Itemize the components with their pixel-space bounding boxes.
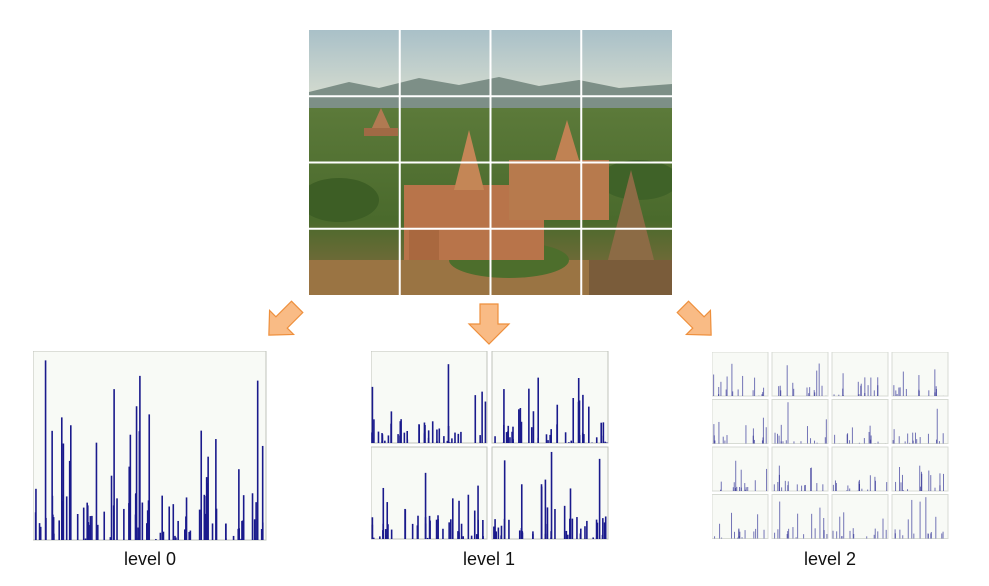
- arrow-left-icon: [268, 300, 304, 336]
- source-image: [309, 30, 672, 295]
- histogram-level-0: [33, 351, 267, 541]
- histogram-panel: [491, 351, 609, 444]
- histogram-panel: [831, 352, 889, 397]
- source-image-svg: [309, 30, 672, 295]
- histogram-level-2: [712, 352, 949, 539]
- caption-level-0: level 0: [123, 549, 177, 569]
- histogram-panel: [891, 399, 949, 444]
- histogram-panel: [771, 494, 829, 539]
- histogram-panel: [831, 494, 889, 539]
- histogram-panel: [771, 399, 829, 444]
- histogram-panel: [712, 399, 769, 444]
- histogram-panel: [491, 446, 609, 540]
- histogram-panel: [831, 399, 889, 444]
- histogram-panel: [712, 494, 769, 539]
- arrow-down-icon: [467, 303, 511, 345]
- caption-level-1: level 1: [462, 549, 516, 569]
- histogram-panel: [831, 446, 889, 492]
- histogram-panel: [371, 351, 488, 444]
- histogram-panel: [712, 446, 769, 492]
- caption-level-2: level 2: [803, 549, 857, 569]
- histogram-panel: [771, 446, 829, 492]
- histogram-panel: [712, 352, 769, 397]
- histogram-level-1: [371, 351, 609, 540]
- arrow-right-icon: [676, 300, 712, 336]
- histogram-panel: [891, 352, 949, 397]
- histogram-panel: [771, 352, 829, 397]
